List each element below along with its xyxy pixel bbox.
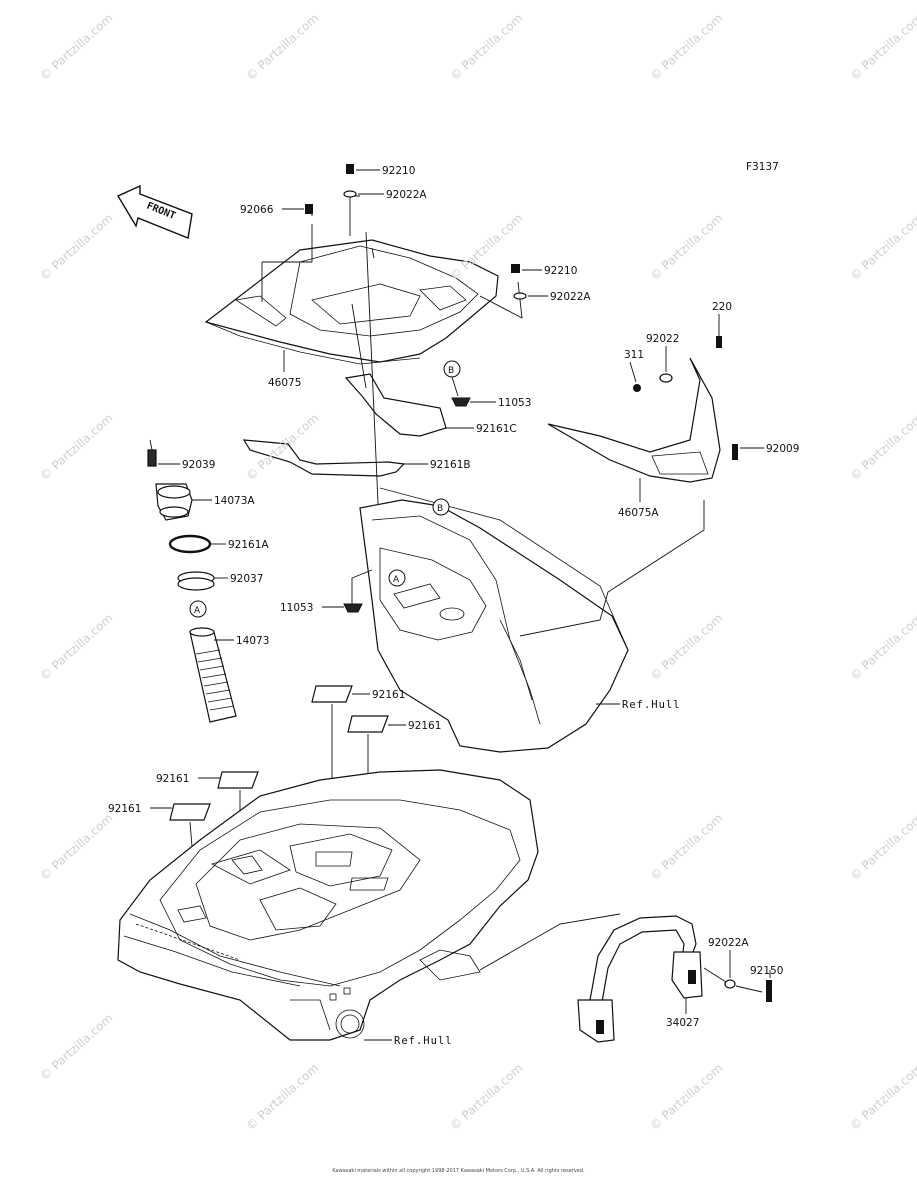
ref-hull-upper: Ref.Hull bbox=[622, 699, 681, 711]
callout-b-hull-text: B bbox=[437, 504, 443, 514]
label-92022A-a: 92022A bbox=[386, 189, 427, 201]
callout-a-left-text: A bbox=[194, 606, 201, 616]
bolt-92066-icon bbox=[305, 204, 313, 214]
label-46075A: 46075A bbox=[618, 507, 659, 519]
label-34027: 34027 bbox=[666, 1017, 699, 1029]
bolt-92150-icon bbox=[766, 980, 772, 1002]
seal-92161-b-icon bbox=[347, 715, 389, 733]
part-46075A-cover bbox=[547, 357, 721, 483]
label-92022A-c: 92022A bbox=[708, 937, 749, 949]
label-92161B: 92161B bbox=[430, 459, 471, 471]
copyright-footer: Kawasaki materials within all copyright … bbox=[332, 1168, 585, 1174]
callout-a-hull bbox=[388, 569, 406, 587]
nut-311-icon bbox=[633, 384, 641, 392]
label-92150: 92150 bbox=[750, 965, 783, 977]
callout-b-hull bbox=[432, 498, 450, 516]
hull-upper-section bbox=[359, 487, 629, 753]
label-92210-a: 92210 bbox=[382, 165, 415, 177]
label-220: 220 bbox=[712, 301, 732, 313]
hull-deck-section bbox=[117, 769, 539, 1041]
gasket-92161B bbox=[242, 439, 406, 477]
label-92161-d: 92161 bbox=[108, 803, 141, 815]
label-92161C: 92161C bbox=[476, 423, 517, 435]
label-92009: 92009 bbox=[766, 443, 799, 455]
label-92066: 92066 bbox=[240, 204, 274, 216]
clamp-92037-icon bbox=[177, 571, 215, 591]
bolt-92210-a-icon bbox=[346, 164, 354, 174]
ref-hull-lower: Ref.Hull bbox=[394, 1035, 453, 1047]
label-92022A-b: 92022A bbox=[550, 291, 591, 303]
label-92161-c: 92161 bbox=[156, 773, 189, 785]
label-92039: 92039 bbox=[182, 459, 215, 471]
label-14073: 14073 bbox=[236, 635, 269, 647]
gasket-92161C bbox=[344, 373, 447, 437]
washer-92022A-a-icon bbox=[343, 190, 357, 198]
seal-92161-c-icon bbox=[217, 771, 259, 789]
seal-92161-d-icon bbox=[169, 803, 211, 821]
breather-92039-icon bbox=[147, 439, 157, 467]
washer-92022-icon bbox=[659, 373, 673, 383]
hose-14073-icon bbox=[189, 627, 237, 723]
callout-a-hull-text: A bbox=[393, 575, 400, 585]
label-11053-a: 11053 bbox=[498, 397, 531, 409]
label-11053-b: 11053 bbox=[280, 602, 313, 614]
label-92022: 92022 bbox=[646, 333, 679, 345]
label-92161A: 92161A bbox=[228, 539, 269, 551]
screw-220-icon bbox=[716, 336, 722, 348]
oring-92161A-icon bbox=[168, 534, 212, 554]
washer-92022A-c-icon bbox=[724, 979, 736, 989]
grab-handle-34027 bbox=[577, 915, 703, 1043]
washer-92022A-b-icon bbox=[513, 292, 527, 300]
label-92037: 92037 bbox=[230, 573, 263, 585]
seal-92161-a-icon bbox=[311, 685, 353, 703]
screw-92009-icon bbox=[732, 444, 738, 460]
callout-b-upper-text: B bbox=[448, 366, 454, 376]
label-92161-b: 92161 bbox=[408, 720, 441, 732]
callout-a-left bbox=[189, 600, 207, 618]
clip-11053-b-icon bbox=[343, 603, 363, 613]
figure-code: F3137 bbox=[746, 161, 779, 173]
label-92161-a: 92161 bbox=[372, 689, 405, 701]
label-14073A: 14073A bbox=[214, 495, 255, 507]
clip-11053-a-icon bbox=[451, 397, 471, 407]
bolt-92210-b-icon bbox=[511, 264, 520, 273]
label-92210-b: 92210 bbox=[544, 265, 577, 277]
fitting-14073A-icon bbox=[155, 483, 193, 521]
part-46075-cover bbox=[204, 239, 499, 365]
label-46075: 46075 bbox=[268, 377, 301, 389]
label-311: 311 bbox=[624, 349, 644, 361]
front-arrow-icon: FRONT bbox=[116, 184, 193, 239]
